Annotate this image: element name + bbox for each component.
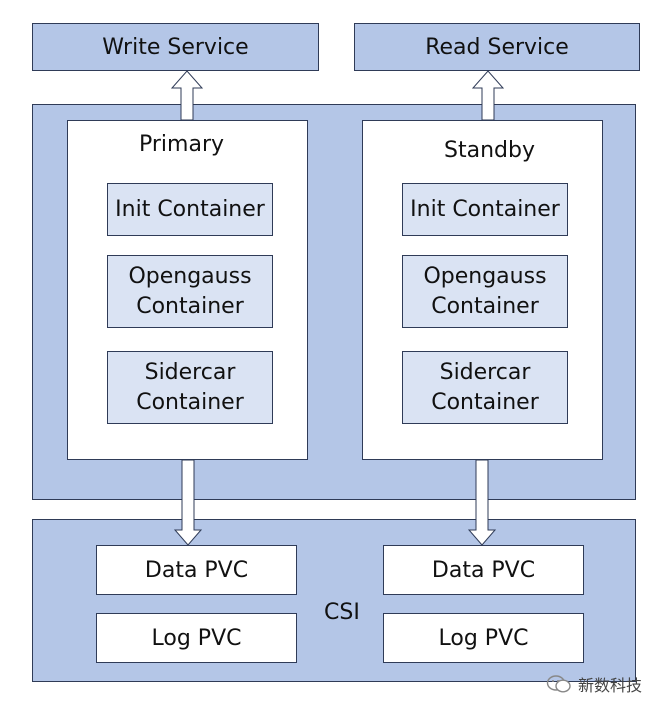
read-service-label: Read Service bbox=[425, 34, 569, 60]
standby-init-container: Init Container bbox=[402, 183, 568, 236]
arrow-up-primary bbox=[170, 70, 204, 121]
standby-sidecar-container: Sidercar Container bbox=[402, 351, 568, 424]
right-data-pvc: Data PVC bbox=[383, 545, 584, 595]
left-data-pvc: Data PVC bbox=[96, 545, 297, 595]
primary-sidecar-container: Sidercar Container bbox=[107, 351, 273, 424]
primary-init-container: Init Container bbox=[107, 183, 273, 236]
arrow-down-primary bbox=[173, 459, 203, 546]
right-log-pvc: Log PVC bbox=[383, 613, 584, 663]
primary-opengauss-container: Opengauss Container bbox=[107, 255, 273, 328]
write-service-box: Write Service bbox=[32, 23, 319, 71]
wechat-icon bbox=[546, 675, 571, 693]
arrow-down-standby bbox=[467, 459, 497, 546]
standby-opengauss-container: Opengauss Container bbox=[402, 255, 568, 328]
left-log-pvc: Log PVC bbox=[96, 613, 297, 663]
watermark: 新数科技 bbox=[546, 672, 642, 696]
write-service-label: Write Service bbox=[102, 34, 249, 60]
arrow-up-standby bbox=[471, 70, 505, 121]
watermark-text: 新数科技 bbox=[578, 676, 643, 695]
read-service-box: Read Service bbox=[354, 23, 640, 71]
primary-title: Primary bbox=[139, 132, 225, 157]
standby-title: Standby bbox=[444, 138, 535, 163]
csi-label: CSI bbox=[324, 600, 360, 625]
